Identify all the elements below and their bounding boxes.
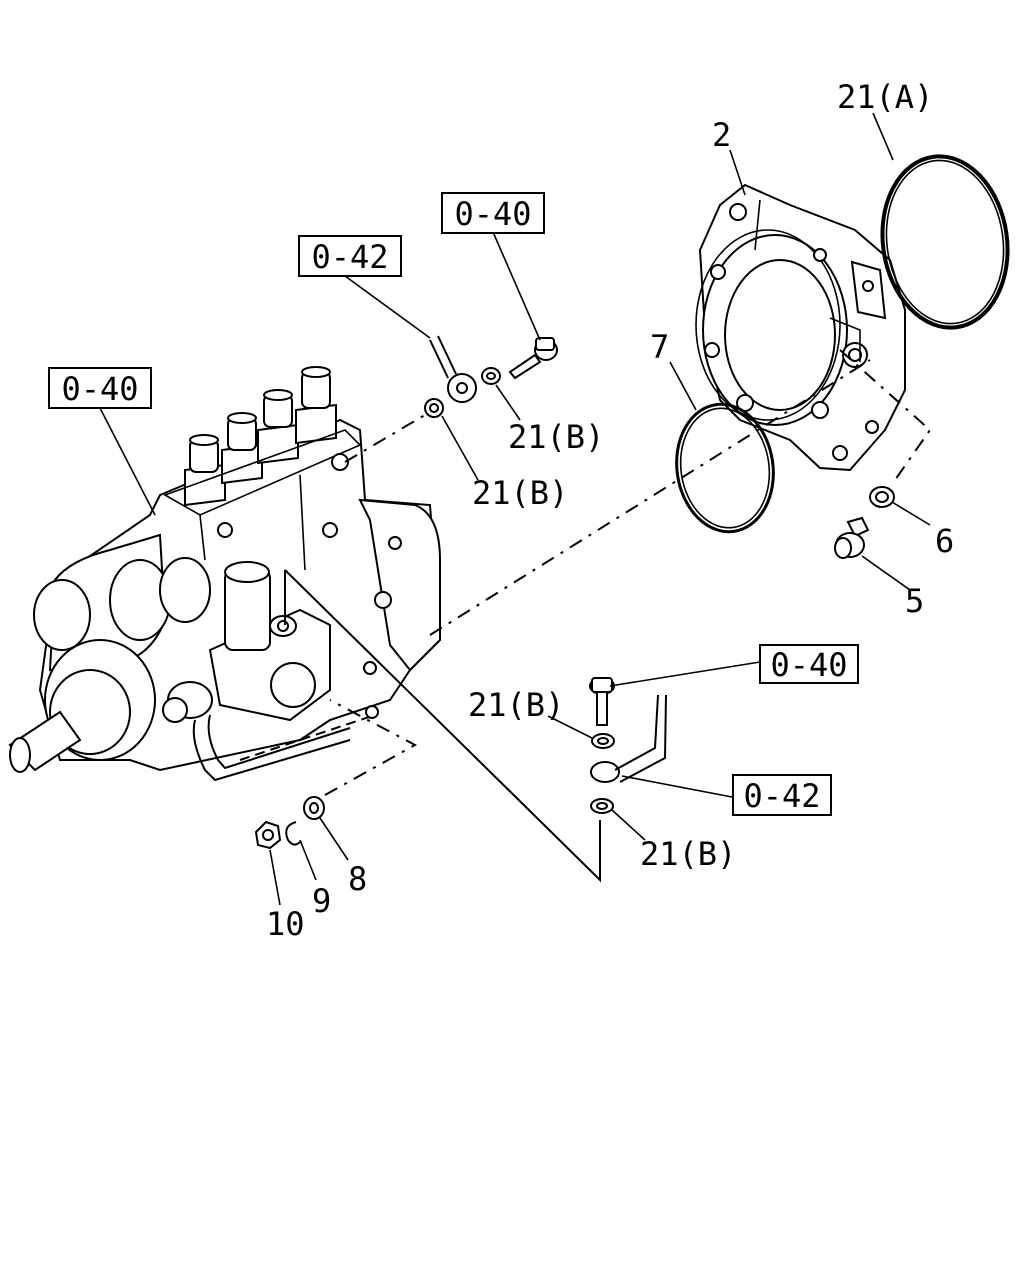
callout-21b-lower-upper: 21(B) [468,686,564,724]
svg-text:0-42: 0-42 [311,238,388,276]
o-ring-7 [675,402,775,534]
callout-21b-upper-left: 21(B) [472,474,568,512]
svg-text:0-40: 0-40 [454,195,531,233]
plug-5 [834,516,870,559]
ref-box-0-40-pump[interactable]: 0-40 [48,367,152,409]
injection-pump [8,366,442,782]
ref-box-0-40-lower[interactable]: 0-40 [759,644,859,684]
callout-21b-lower-bottom: 21(B) [640,835,736,873]
lower-oil-pipe [590,694,667,783]
svg-text:0-40: 0-40 [770,646,847,684]
callout-21a: 21(A) [837,78,933,116]
washer-9 [285,821,301,846]
washer-8 [303,796,325,820]
callout-6: 6 [935,522,954,560]
svg-text:0-40: 0-40 [61,370,138,408]
nut-10 [254,820,282,850]
callout-2: 2 [712,116,731,154]
upper-eye-bolt [508,337,558,380]
callout-9: 9 [312,882,331,920]
ref-box-0-42-upper[interactable]: 0-42 [298,235,402,277]
o-ring-21a [880,154,1010,330]
callout-7: 7 [650,328,669,366]
callout-8: 8 [348,860,367,898]
callout-21b-upper-right: 21(B) [508,418,604,456]
callout-5: 5 [905,582,924,620]
gear-cover [695,183,906,472]
upper-oil-pipe [429,335,477,403]
callout-10: 10 [266,905,305,943]
ref-box-0-42-lower[interactable]: 0-42 [732,774,832,816]
ref-box-0-40-top[interactable]: 0-40 [441,192,545,234]
lower-eye-bolt [589,677,615,726]
svg-text:0-42: 0-42 [743,777,820,815]
washer-6 [869,486,895,508]
